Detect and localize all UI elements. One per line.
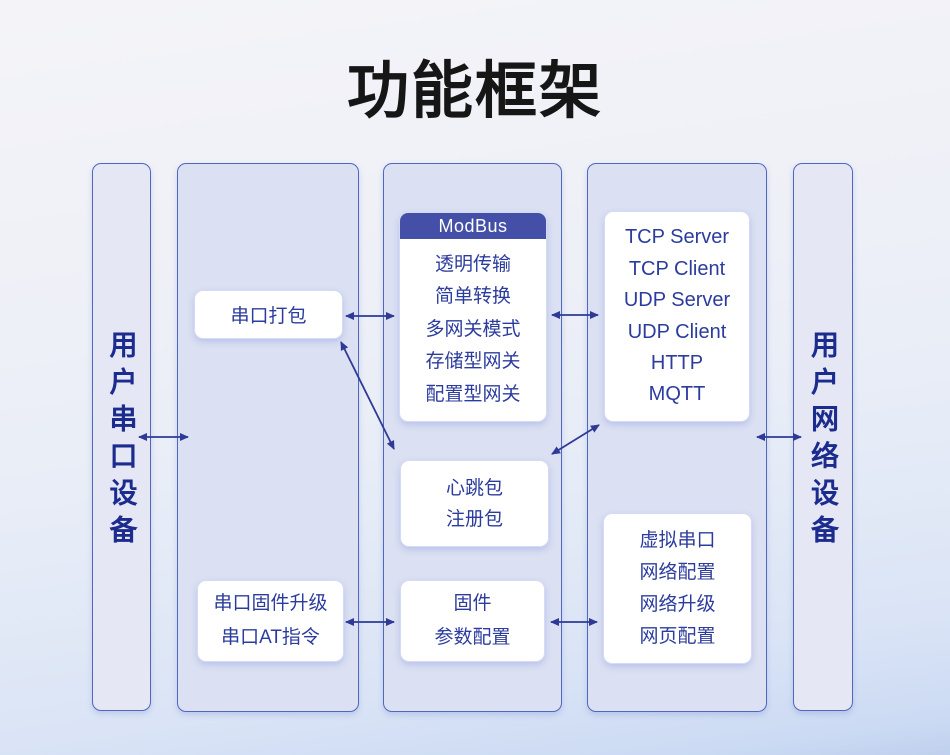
firmware-box: 固件 参数配置 <box>400 580 545 662</box>
page-title: 功能框架 <box>346 57 603 126</box>
serial-firmware-upgrade-label: 串口固件升级 <box>213 593 328 614</box>
network-config-label: 网络配置 <box>639 561 716 583</box>
simple-conversion-label: 简单转换 <box>434 286 511 308</box>
user-serial-device-label: 用户串口设备 <box>106 330 138 552</box>
transparent-transmission-label: 透明传输 <box>434 253 511 275</box>
parameter-config-label: 参数配置 <box>434 627 511 648</box>
modbus-body: 透明传输 简单转换 多网关模式 存储型网关 配置型网关 <box>400 239 546 421</box>
virtual-serial-label: 虚拟串口 <box>639 529 716 551</box>
storage-gateway-label: 存储型网关 <box>425 351 521 373</box>
user-network-device-label: 用户网络设备 <box>808 330 839 552</box>
udp-client-label: UDP Client <box>627 320 727 343</box>
registration-packet-label: 注册包 <box>445 508 503 530</box>
multi-gateway-mode-label: 多网关模式 <box>425 318 521 340</box>
modbus-box: ModBus 透明传输 简单转换 多网关模式 存储型网关 配置型网关 <box>399 212 547 422</box>
network-tools-box: 虚拟串口 网络配置 网络升级 网页配置 <box>603 513 752 664</box>
serial-pack-label: 串口打包 <box>230 306 307 327</box>
modbus-header: ModBus <box>400 213 546 239</box>
web-config-label: 网页配置 <box>639 625 716 647</box>
heartbeat-box: 心跳包 注册包 <box>400 460 549 547</box>
column-user-serial-device: 用户串口设备 <box>92 163 151 711</box>
udp-server-label: UDP Server <box>623 289 731 312</box>
heartbeat-packet-label: 心跳包 <box>445 477 503 499</box>
config-gateway-label: 配置型网关 <box>425 383 521 405</box>
tcp-client-label: TCP Client <box>628 257 726 280</box>
network-upgrade-label: 网络升级 <box>639 593 716 615</box>
mqtt-label: MQTT <box>648 383 706 406</box>
http-label: HTTP <box>650 351 704 374</box>
column-user-network-device: 用户网络设备 <box>793 163 853 711</box>
serial-pack-box: 串口打包 <box>194 290 343 339</box>
serial-maintenance-box: 串口固件升级 串口AT指令 <box>197 580 344 662</box>
tcp-server-label: TCP Server <box>624 226 730 249</box>
serial-at-command-label: 串口AT指令 <box>221 627 320 648</box>
protocols-box: TCP Server TCP Client UDP Server UDP Cli… <box>604 211 750 422</box>
firmware-label: 固件 <box>453 593 492 614</box>
